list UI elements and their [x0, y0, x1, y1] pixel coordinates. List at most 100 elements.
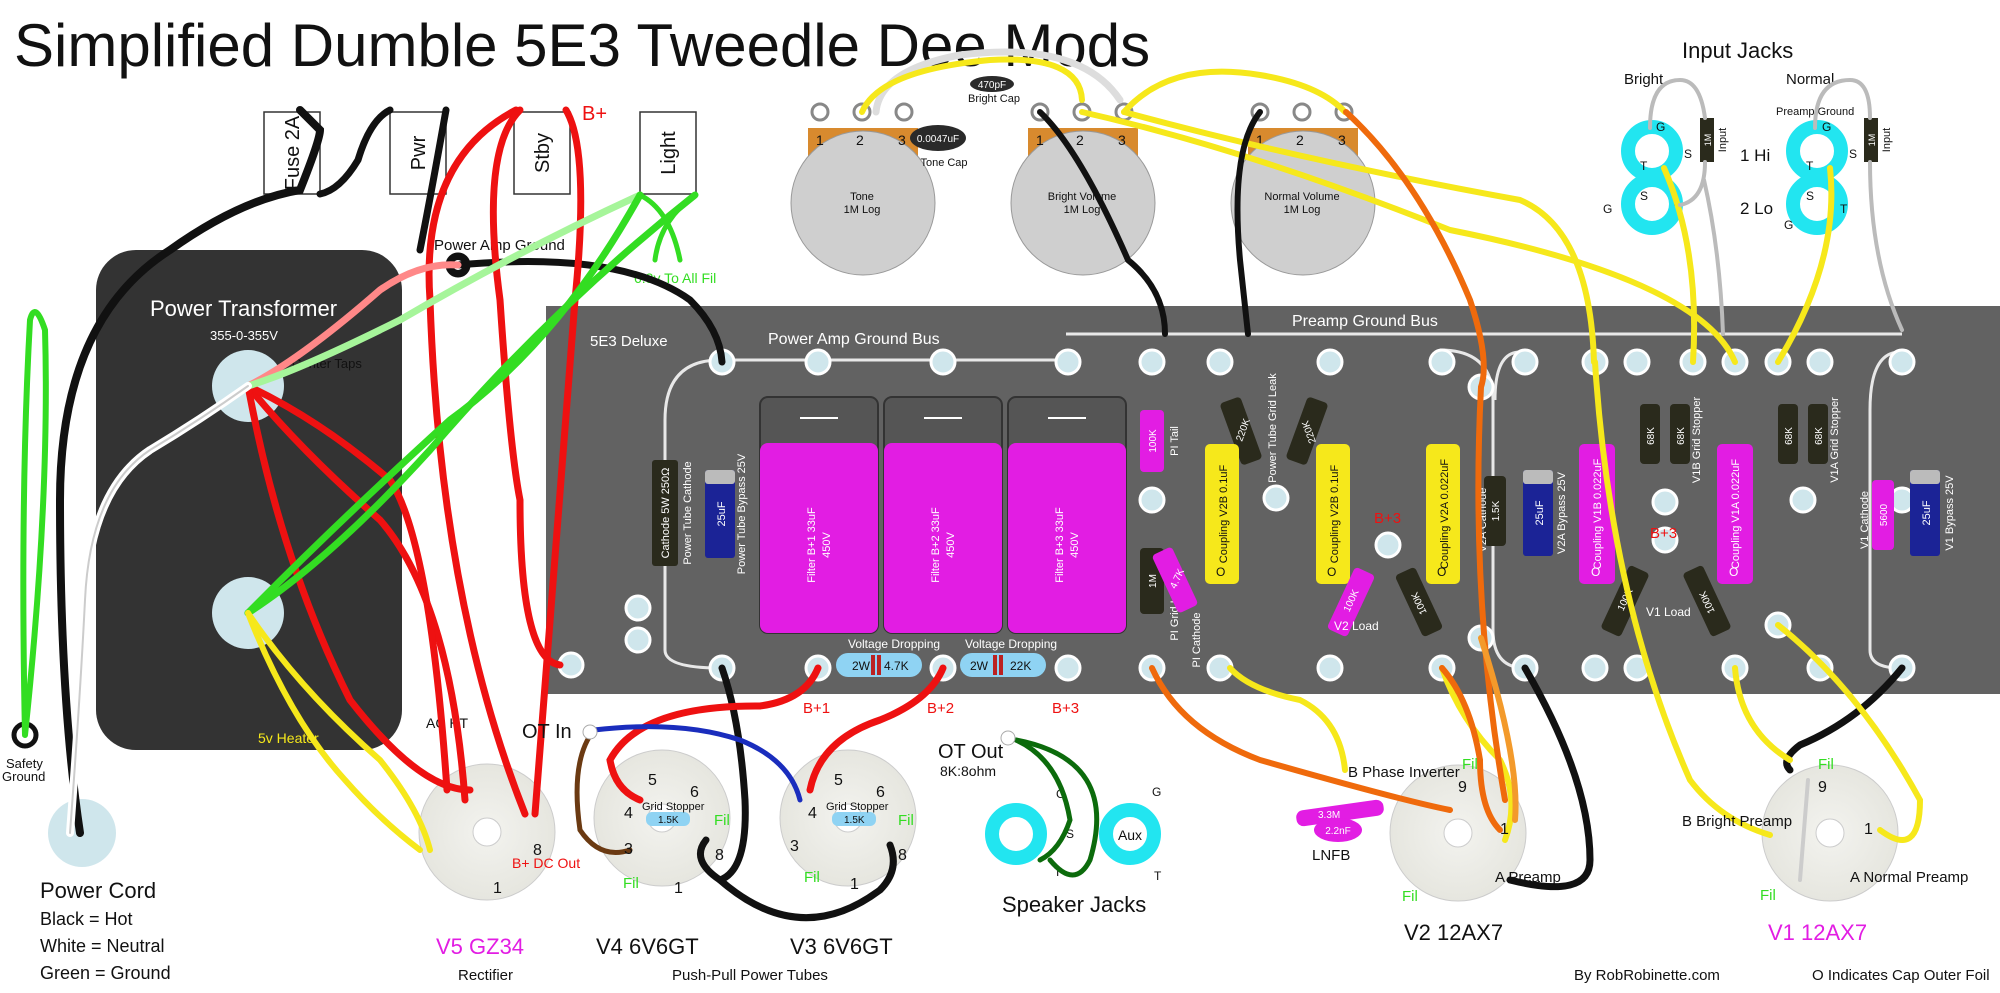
svg-text:G: G: [1822, 120, 1831, 134]
lnfb-cap: [1314, 818, 1362, 842]
svg-text:5: 5: [648, 772, 657, 789]
bright-cap-label: Bright Cap: [968, 93, 1020, 105]
normal-volume-pot-label: Normal Volume: [1264, 191, 1339, 203]
svg-text:S: S: [1640, 189, 1648, 203]
v4-grid-stopper-label: Grid Stopper: [642, 801, 705, 813]
svg-text:T: T: [1806, 159, 1814, 173]
pt-cathode-label: Power Tube Cathode: [682, 461, 694, 564]
svg-text:Fil: Fil: [1462, 756, 1478, 773]
svg-text:8: 8: [533, 842, 542, 859]
svg-text:Fil: Fil: [714, 812, 730, 829]
pwr-label: Pwr: [408, 135, 430, 170]
svg-text:8: 8: [715, 847, 724, 864]
power-tubes-sub-label: Push-Pull Power Tubes: [672, 967, 828, 984]
a-preamp-label: A Preamp: [1495, 869, 1561, 886]
speaker-jacks-label: Speaker Jacks: [1002, 892, 1146, 917]
svg-text:9: 9: [1458, 779, 1467, 796]
bright-input-res-label: Input: [1717, 128, 1729, 152]
cap-foil-mark: O: [1437, 565, 1446, 579]
tone-lug-1: 1: [816, 132, 824, 148]
svg-text:Fil: Fil: [1402, 888, 1418, 905]
bright-volume-pot-label: Bright Volume: [1048, 191, 1116, 203]
lnfb-cap-value: 2.2nF: [1325, 826, 1351, 837]
v1a-grid-stopper-2-value: 68K: [1814, 427, 1825, 445]
v1a-grid-stopper-1-value: 68K: [1784, 427, 1795, 445]
ot-ratio-label: 8K:8ohm: [940, 763, 996, 779]
tone-cap: [910, 125, 966, 151]
svg-text:T: T: [1154, 869, 1162, 883]
transformer-spec: 355-0-355V: [210, 328, 278, 343]
svg-text:4: 4: [624, 805, 633, 822]
normal-lug-3: 3: [1338, 132, 1346, 148]
v1b-grid-stopper-1-value: 68K: [1646, 427, 1657, 445]
bright-input-label: Bright: [1624, 71, 1664, 88]
hi-input-label: 1 Hi: [1740, 146, 1770, 165]
a-normal-preamp-label: A Normal Preamp: [1850, 869, 1968, 886]
drop1-label: Voltage Dropping: [848, 637, 940, 651]
v5-sub-label: Rectifier: [458, 967, 513, 984]
tone-lug-2: 2: [856, 132, 864, 148]
bplus3-v1-label: B+3: [1650, 525, 1677, 542]
drop2-value: 22K: [1010, 659, 1031, 673]
bright-cap: [970, 76, 1014, 92]
bplus2-label: B+2: [927, 700, 954, 717]
ot-in-label: OT In: [522, 721, 572, 743]
coupling-v1a-label: Coupling V1A 0.022uF: [1730, 459, 1742, 569]
bright-cap-value: 470pF: [978, 80, 1006, 91]
bright-lug-3: 3: [1118, 132, 1126, 148]
v2a-cathode-value: 1.5K: [1491, 500, 1502, 521]
coupling-v1b-label: Coupling V1B 0.022uF: [1592, 458, 1604, 569]
svg-text:3: 3: [624, 841, 633, 858]
ground-bus-wires: [663, 332, 1902, 670]
tone-pot-label: Tone: [850, 191, 874, 203]
cap-foil-mark: O: [1729, 565, 1738, 579]
svg-text:1: 1: [493, 880, 502, 897]
svg-text:1: 1: [850, 876, 859, 893]
input-jacks-title: Input Jacks: [1682, 38, 1793, 63]
bplus-top-label: B+: [582, 103, 607, 125]
tube-sockets: [418, 749, 1899, 902]
v1-load-label: V1 Load: [1646, 605, 1691, 619]
v2-label: V2 12AX7: [1404, 920, 1503, 945]
drop1-watt: 2W: [852, 659, 871, 673]
stby-label: Stby: [532, 133, 554, 173]
tone-cap-label: Tone Cap: [920, 157, 967, 169]
lo-input-label: 2 Lo: [1740, 199, 1773, 218]
transformer-title: Power Transformer: [150, 296, 337, 321]
credit-label: By RobRobinette.com: [1574, 967, 1720, 984]
tone-pot-value: 1M Log: [844, 204, 881, 216]
power-cord-neutral: White = Neutral: [40, 936, 165, 956]
lnfb-label: LNFB: [1312, 847, 1350, 864]
svg-text:8: 8: [898, 847, 907, 864]
fil-pin-labels: Fil Fil Fil Fil Fil Fil Fil Fil: [623, 756, 1834, 905]
normal-input-label: Normal: [1786, 71, 1834, 88]
power-transformer: [96, 250, 402, 750]
v2a-bypass-cap-value: 25uF: [1534, 500, 1546, 525]
power-cord-title: Power Cord: [40, 878, 156, 903]
v1b-grid-stopper-2-value: 68K: [1676, 427, 1687, 445]
pt-bypass-cap-value: 25uF: [716, 501, 728, 526]
b-phase-inverter-label: B Phase Inverter: [1348, 764, 1460, 781]
board-components: Cathode 5W 250Ω Power Tube Cathode 25uF …: [652, 373, 1956, 668]
speaker-jacks: Aux G S T G T: [985, 785, 1162, 883]
bplus1-label: B+1: [803, 700, 830, 717]
svg-text:1: 1: [674, 880, 683, 897]
aux-jack-label: Aux: [1118, 827, 1142, 843]
v4-label: V4 6V6GT: [596, 934, 699, 959]
bright-lug-2: 2: [1076, 132, 1084, 148]
drop1-value: 4.7K: [884, 659, 909, 673]
light-label: Light: [658, 131, 680, 175]
svg-text:1: 1: [1500, 821, 1509, 838]
filter-b2-label: Filter B+2 33uF: [930, 507, 942, 583]
svg-text:4: 4: [808, 805, 817, 822]
svg-text:G: G: [1152, 785, 1161, 799]
v4-grid-stopper: [646, 812, 690, 826]
fuse-label: Fuse 2A: [282, 115, 304, 190]
svg-text:9: 9: [1818, 779, 1827, 796]
svg-text:Fil: Fil: [623, 875, 639, 892]
v3-grid-stopper: [832, 812, 876, 826]
svg-text:T: T: [1840, 202, 1848, 216]
bright-lug-1: 1: [1036, 132, 1044, 148]
